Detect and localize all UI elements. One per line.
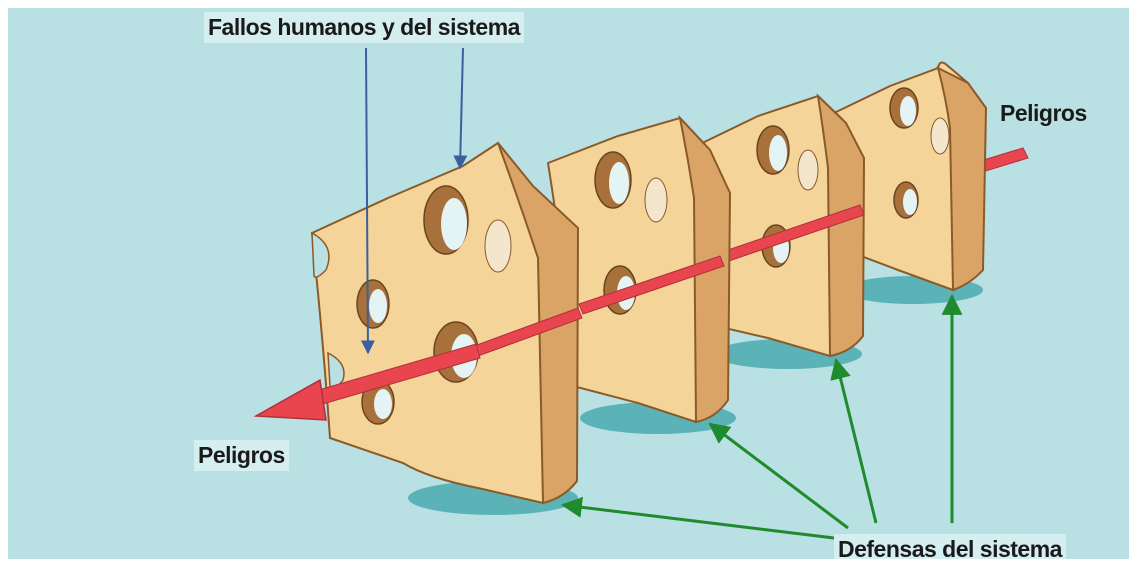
defense-arrow (710, 424, 848, 528)
hazards-out-label: Peligros (194, 440, 289, 471)
diagram-canvas (8, 8, 1129, 559)
swiss-cheese-diagram: Fallos humanos y del sistema Peligros Pe… (8, 8, 1129, 559)
failure-arrow (460, 48, 463, 168)
hazards-in-label: Peligros (1000, 100, 1087, 127)
defense-arrow (563, 505, 834, 538)
system-defenses-label: Defensas del sistema (834, 534, 1066, 559)
human-system-failures-label: Fallos humanos y del sistema (204, 12, 524, 43)
defense-arrow (836, 360, 876, 523)
